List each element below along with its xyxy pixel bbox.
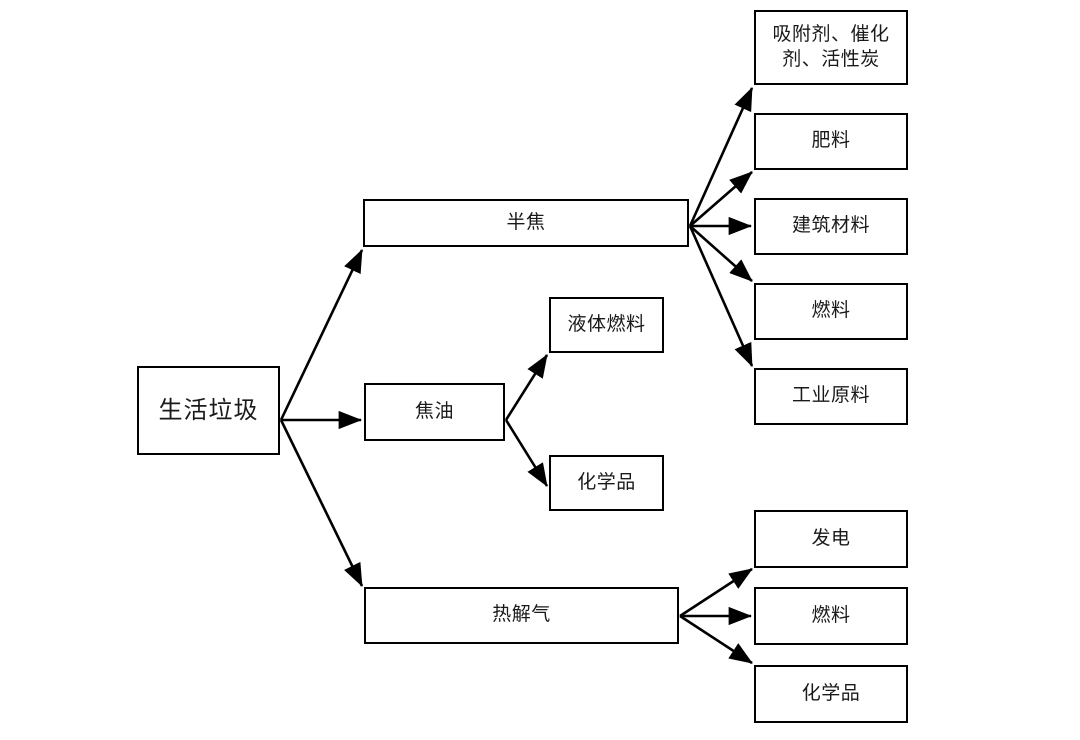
node-label: 热解气 <box>492 604 551 626</box>
edge-semi-coke-to-adsorbent-catalyst-carbon <box>688 87 754 227</box>
node-label: 吸附剂、催化 剂、活性炭 <box>772 23 890 70</box>
node-liquid-fuel[interactable]: 液体燃料 <box>549 297 664 353</box>
node-label: 化学品 <box>577 471 636 493</box>
node-label: 肥料 <box>811 130 851 152</box>
node-label: 化学品 <box>801 682 861 704</box>
node-label: 发电 <box>811 527 851 549</box>
node-fertilizer[interactable]: 肥料 <box>754 113 908 170</box>
node-label: 工业原料 <box>791 385 870 407</box>
node-semi-coke[interactable]: 半焦 <box>363 199 689 247</box>
node-adsorbent-catalyst-carbon[interactable]: 吸附剂、催化 剂、活性炭 <box>754 10 908 85</box>
node-chemicals-tar[interactable]: 化学品 <box>549 455 664 511</box>
node-label: 燃料 <box>811 300 851 322</box>
edge-semi-coke-to-industrial-raw-material <box>688 225 754 367</box>
node-label: 燃料 <box>811 604 851 626</box>
edge-semi-coke-to-fertilizer <box>689 171 753 227</box>
node-label: 液体燃料 <box>567 313 646 335</box>
edge-tar-to-liquid-fuel <box>504 354 549 421</box>
edge-pyro-gas-to-chemicals-gas <box>679 614 753 665</box>
node-label: 焦油 <box>414 400 454 422</box>
node-label: 半焦 <box>506 211 546 233</box>
node-fuel-gas[interactable]: 燃料 <box>754 587 908 645</box>
edge-msw-to-pyro-gas <box>279 419 364 587</box>
node-fuel-coke[interactable]: 燃料 <box>754 283 908 340</box>
edge-tar-to-chemicals-tar <box>504 419 549 487</box>
edge-lines <box>279 87 754 665</box>
node-msw[interactable]: 生活垃圾 <box>137 366 280 455</box>
node-label: 建筑材料 <box>791 215 870 237</box>
edge-pyro-gas-to-power-generation <box>679 567 753 618</box>
node-industrial-raw-material[interactable]: 工业原料 <box>754 368 908 425</box>
edge-msw-to-semi-coke <box>279 249 364 421</box>
node-building-material[interactable]: 建筑材料 <box>754 198 908 255</box>
node-power-generation[interactable]: 发电 <box>754 510 908 568</box>
node-tar[interactable]: 焦油 <box>364 383 505 441</box>
node-label: 生活垃圾 <box>158 396 259 424</box>
node-pyro-gas[interactable]: 热解气 <box>364 587 679 644</box>
edge-semi-coke-to-fuel-coke <box>689 225 753 282</box>
node-chemicals-gas[interactable]: 化学品 <box>754 665 908 723</box>
